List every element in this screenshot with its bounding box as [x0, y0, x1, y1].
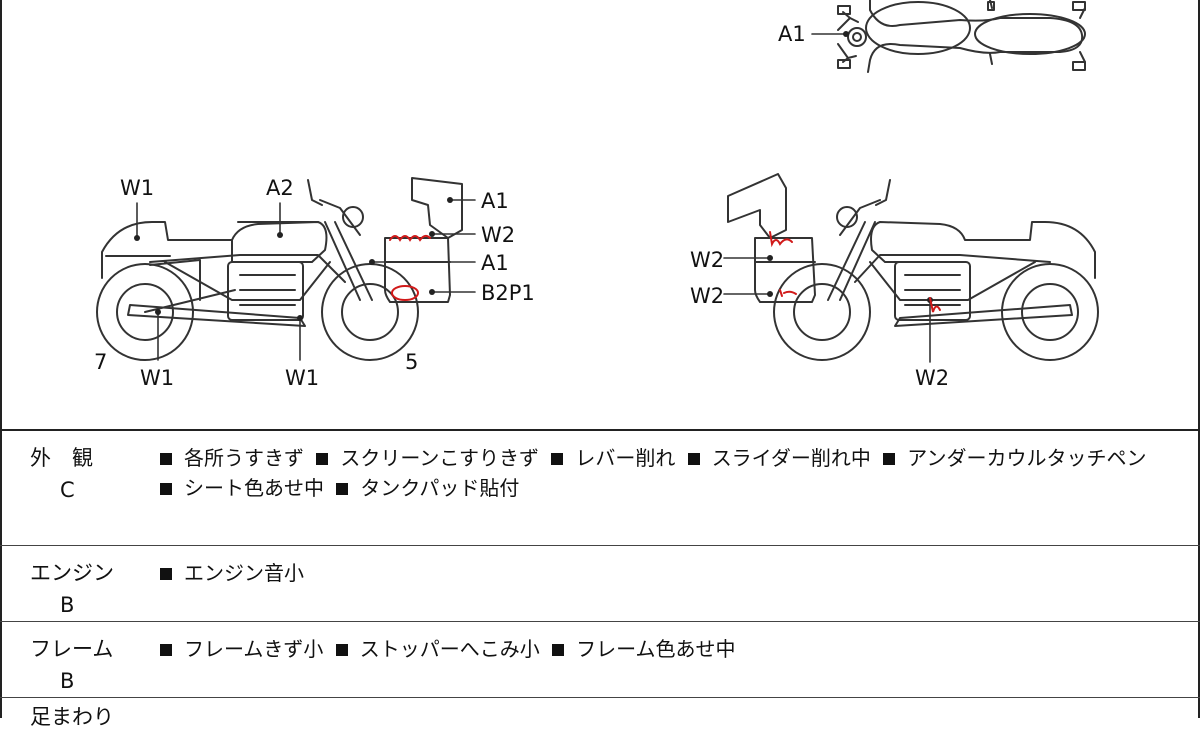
right-side-motorcycle — [727, 173, 1099, 361]
damage-marks — [389, 231, 941, 313]
grade-label: B — [60, 592, 75, 617]
left-side-motorcycle — [96, 177, 463, 361]
label-screen-mid: W2 — [481, 223, 516, 247]
condition-item: フレーム色あせ中 — [576, 637, 736, 661]
item-line: エンジン音小 — [160, 558, 1190, 588]
top-view-motorcycle — [837, 0, 1086, 73]
bullet-icon — [335, 643, 348, 656]
condition-item: エンジン音小 — [184, 561, 304, 585]
label-right-engine: W2 — [915, 366, 950, 390]
label-front-number: 5 — [405, 350, 419, 374]
row-engine: エンジン B エンジン音小 — [0, 545, 1200, 622]
label-exhaust: W1 — [285, 366, 320, 390]
damage-mark-cowl — [391, 285, 419, 301]
label-screen-top: A1 — [481, 189, 509, 213]
condition-items: 各所うすきず スクリーンこすりきず レバー削れ スライダー削れ中 アンダーカウル… — [160, 443, 1190, 503]
row-frame: フレーム B フレームきず小 ストッパーへこみ小 フレーム色あせ中 — [0, 621, 1200, 698]
bullet-icon — [316, 452, 329, 465]
label-right-cowl-lower: W2 — [690, 284, 725, 308]
label-top-view-a1: A1 — [778, 22, 806, 46]
condition-item: シート色あせ中 — [184, 476, 324, 500]
bullet-icon — [160, 567, 172, 580]
condition-item: スクリーンこすりきず — [340, 446, 539, 470]
label-muffler: W1 — [140, 366, 175, 390]
damage-mark-right-cowl-lower — [779, 289, 797, 297]
row-exterior: 外 観 C 各所うすきず スクリーンこすりきず レバー削れ スライダー削れ中 ア… — [0, 429, 1200, 547]
label-right-cowl-upper: W2 — [690, 248, 725, 272]
condition-item: フレームきず小 — [184, 637, 324, 661]
condition-item: アンダーカウルタッチペン — [907, 446, 1147, 470]
leader-dots — [134, 31, 933, 321]
category-engine: エンジン B — [30, 558, 114, 621]
row-suspension: 足まわり — [0, 697, 1200, 729]
category-exterior: 外 観 C — [30, 443, 93, 506]
bullet-icon — [687, 452, 700, 465]
condition-items: エンジン音小 — [160, 558, 1190, 588]
label-cowl-low: B2P1 — [481, 281, 535, 305]
item-line: フレームきず小 ストッパーへこみ小 フレーム色あせ中 — [160, 634, 1190, 664]
category-label: エンジン — [30, 561, 114, 585]
sheet-frame — [0, 0, 1200, 718]
condition-item: スライダー削れ中 — [711, 446, 871, 470]
grade-label: B — [60, 668, 75, 693]
bullet-icon — [551, 452, 564, 465]
label-tank: A2 — [266, 176, 294, 200]
item-line: 各所うすきず スクリーンこすりきず レバー削れ スライダー削れ中 アンダーカウル… — [160, 443, 1190, 473]
bullet-icon — [883, 452, 896, 465]
damage-mark-right-cowl-upper — [769, 231, 793, 248]
condition-item: ストッパーへこみ小 — [359, 637, 540, 661]
leader-lines — [136, 33, 931, 363]
condition-items: フレームきず小 ストッパーへこみ小 フレーム色あせ中 — [160, 634, 1190, 664]
category-frame: フレーム B — [30, 634, 113, 697]
grade-label: C — [60, 477, 75, 502]
category-label: 足まわり — [30, 705, 114, 729]
damage-diagram: A1 W1 A2 A1 W2 A1 B2P1 7 5 W1 W1 W2 W2 W… — [94, 0, 1099, 390]
motorcycle-diagram-svg — [96, 0, 1099, 363]
bullet-icon — [160, 643, 172, 656]
condition-item: タンクパッド貼付 — [360, 476, 520, 500]
category-suspension: 足まわり — [30, 702, 114, 734]
bullet-icon — [552, 643, 565, 656]
label-seat: W1 — [120, 176, 155, 200]
category-label: 外 観 — [30, 446, 93, 470]
condition-item: レバー削れ — [575, 446, 676, 470]
item-line: シート色あせ中 タンクパッド貼付 — [160, 473, 1190, 503]
bullet-icon — [336, 482, 349, 495]
condition-item: 各所うすきず — [184, 446, 304, 470]
category-label: フレーム — [30, 637, 114, 661]
label-rear-number: 7 — [94, 350, 108, 374]
bullet-icon — [160, 482, 172, 495]
damage-mark-engine — [929, 297, 941, 313]
label-cowl-mid: A1 — [481, 251, 509, 275]
bullet-icon — [160, 452, 172, 465]
damage-mark-screen — [389, 234, 431, 242]
